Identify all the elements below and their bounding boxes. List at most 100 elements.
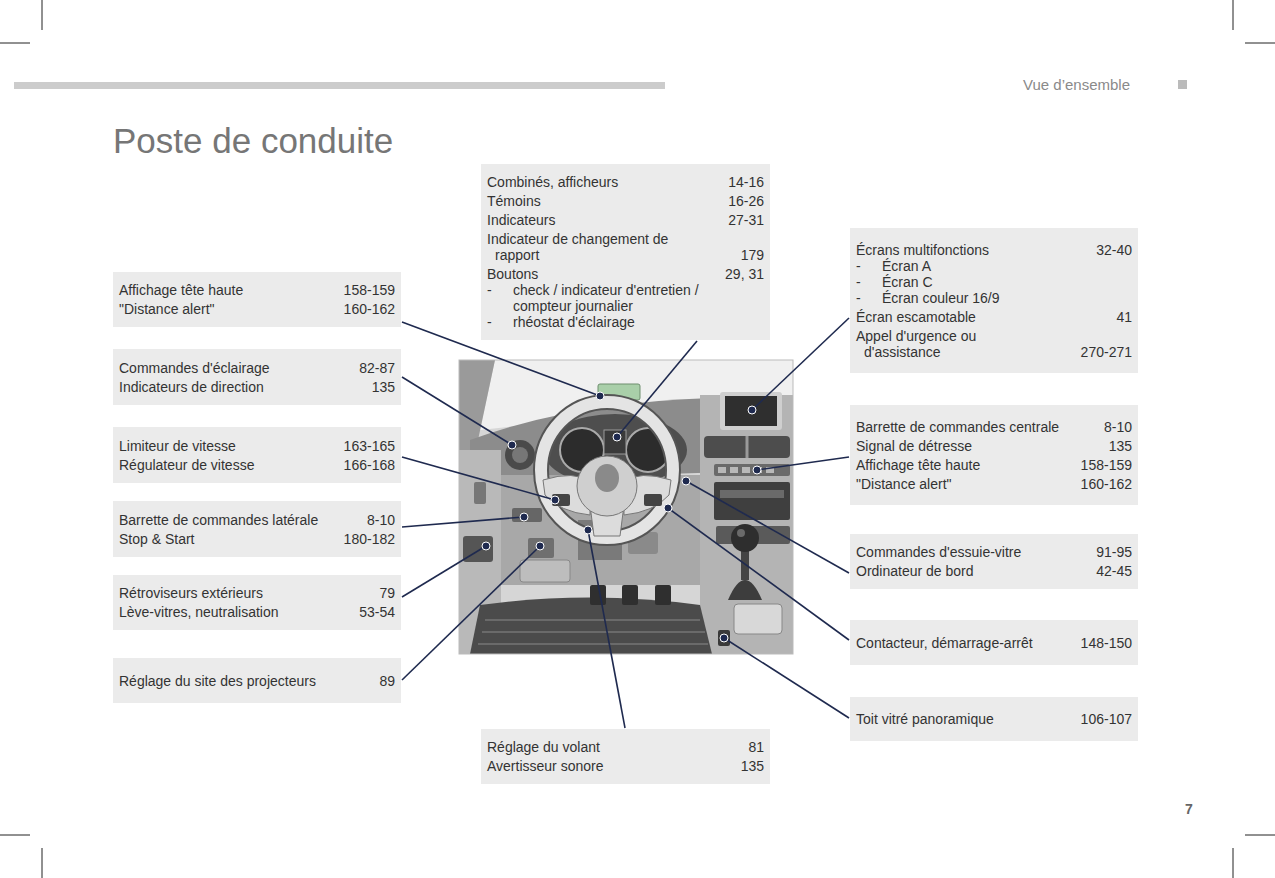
page-reference: 8-10 — [1104, 419, 1132, 435]
callout-box: Réglage du volant81Avertisseur sonore 135 — [481, 729, 770, 784]
entry-row: Avertisseur sonore 135 — [487, 758, 764, 774]
bullet-row: -Écran A — [856, 258, 1132, 274]
entry-row: Témoins 16-26 — [487, 193, 764, 209]
leader-line — [668, 508, 849, 640]
callout-box: Réglage du site des projecteurs89 — [113, 658, 401, 703]
page-reference: 53-54 — [359, 604, 395, 620]
wheel-buttons-right — [644, 494, 662, 506]
leader-dot — [748, 406, 756, 414]
entry-row: Commandes d'essuie-vitre91-95 — [856, 544, 1132, 560]
wheel-hub — [577, 456, 637, 516]
entry-text: Toit vitré panoramique — [856, 711, 1073, 727]
entry-text: Affichage tête haute — [119, 282, 336, 298]
seat-cushion — [470, 598, 712, 655]
page-reference: 135 — [1109, 438, 1132, 454]
crop-mark — [1245, 43, 1275, 44]
entry-text: Réglage du volant — [487, 739, 740, 755]
leader-dot — [753, 466, 761, 474]
callout-box: Toit vitré panoramique 106-107 — [850, 697, 1138, 741]
page-reference: 270-271 — [1081, 344, 1132, 360]
section-header: Vue d’ensemble — [1023, 75, 1130, 94]
storage-tray — [734, 604, 782, 634]
page-reference: 16-26 — [728, 193, 764, 209]
leader-line — [402, 546, 486, 597]
entry-row: Toit vitré panoramique 106-107 — [856, 711, 1132, 727]
bullet-dash: - — [856, 290, 882, 306]
page-number: 7 — [1185, 800, 1193, 818]
page-reference: 79 — [379, 585, 395, 601]
vent-divider — [746, 436, 749, 458]
leader-dot — [613, 433, 621, 441]
leader-line — [402, 377, 512, 445]
leader-line — [617, 341, 697, 437]
lower-panel — [520, 560, 570, 582]
entry-row: Affichage tête haute158-159 — [856, 457, 1132, 473]
callout-box: Barrette de commandes centrale8-10Signal… — [850, 405, 1138, 505]
page-reference: 135 — [741, 758, 764, 774]
entry-row: Régulateur de vitesse166-168 — [119, 457, 395, 473]
crop-mark — [1245, 835, 1275, 836]
bullet-dash: - — [856, 258, 882, 274]
entry-text: Barrette de commandes latérale — [119, 512, 359, 528]
leader-lines — [402, 318, 849, 728]
entry-row: "Distance alert" 160-162 — [119, 301, 395, 317]
entry-text: Rétroviseurs extérieurs — [119, 585, 371, 601]
entry-row: Barrette de commandes centrale 8-10 — [856, 419, 1132, 435]
crop-mark — [42, 0, 43, 30]
entry-text: Écran escamotable — [856, 309, 1108, 325]
entry-row: Indicateurs27-31 — [487, 212, 764, 228]
pedal — [590, 585, 606, 605]
entry-text: Témoins — [487, 193, 720, 209]
seat-stripe — [482, 631, 705, 633]
audio-slot — [720, 490, 784, 498]
entry-text: Régulateur de vitesse — [119, 457, 336, 473]
page-reference: 29, 31 — [725, 266, 764, 282]
door-handle — [474, 482, 486, 504]
entry-text: Commandes d'éclairage — [119, 360, 351, 376]
leader-line — [757, 457, 849, 470]
leader-dot — [536, 542, 544, 550]
entry-text: Barrette de commandes centrale — [856, 419, 1096, 435]
entry-text: "Distance alert" — [119, 301, 336, 317]
leader-line — [724, 638, 849, 718]
page-reference: 158-159 — [344, 282, 395, 298]
pedal — [622, 585, 638, 605]
center-console — [700, 395, 793, 654]
entry-text: Appel d'urgence ou d'assistance — [856, 328, 988, 360]
multifunction-screen — [725, 396, 777, 426]
bullet-row: -Écran couleur 16/9 — [856, 290, 1132, 306]
entry-text: Indicateur de changement de rapport — [487, 231, 671, 263]
page-reference: 160-162 — [344, 301, 395, 317]
item-text: Écran A — [882, 258, 1082, 274]
bullet-row: -rhéostat d'éclairage — [487, 314, 764, 330]
page-title: Poste de conduite — [113, 121, 393, 161]
crop-mark — [0, 43, 30, 44]
callout-box: Combinés, afficheurs14-16Témoins16-26Ind… — [481, 164, 770, 340]
entry-row: Ordinateur de bord42-45 — [856, 563, 1132, 579]
entry-text: Contacteur, démarrage-arrêt — [856, 635, 1073, 651]
entry-row: Boutons29, 31 — [487, 266, 764, 282]
item-text: Écran C — [882, 274, 1082, 290]
entry-row: Réglage du site des projecteurs89 — [119, 673, 395, 689]
entry-row: "Distance alert"160-162 — [856, 476, 1132, 492]
entry-row: Réglage du volant81 — [487, 739, 764, 755]
entry-text: Indicateurs de direction — [119, 379, 364, 395]
entry-text: Combinés, afficheurs — [487, 174, 720, 190]
bullet-dash: - — [856, 274, 882, 290]
switch-button — [742, 467, 750, 473]
page-reference: 180-182 — [344, 531, 395, 547]
entry-row: Stop & Start180-182 — [119, 531, 395, 547]
callout-box: Écrans multifonctions32-40-Écran A-Écran… — [850, 228, 1138, 373]
callout-box: Limiteur de vitesse163-165Régulateur de … — [113, 427, 401, 483]
interior-ground — [459, 360, 793, 654]
crop-mark — [42, 848, 43, 878]
page-reference: 82-87 — [359, 360, 395, 376]
entry-text: Avertisseur sonore — [487, 758, 733, 774]
leader-dot — [482, 542, 490, 550]
leader-dot — [720, 634, 728, 642]
page-reference: 179 — [741, 247, 764, 263]
wheel-buttons-left — [552, 494, 570, 506]
page-reference: 106-107 — [1081, 711, 1132, 727]
dashboard-illustration — [459, 360, 793, 654]
